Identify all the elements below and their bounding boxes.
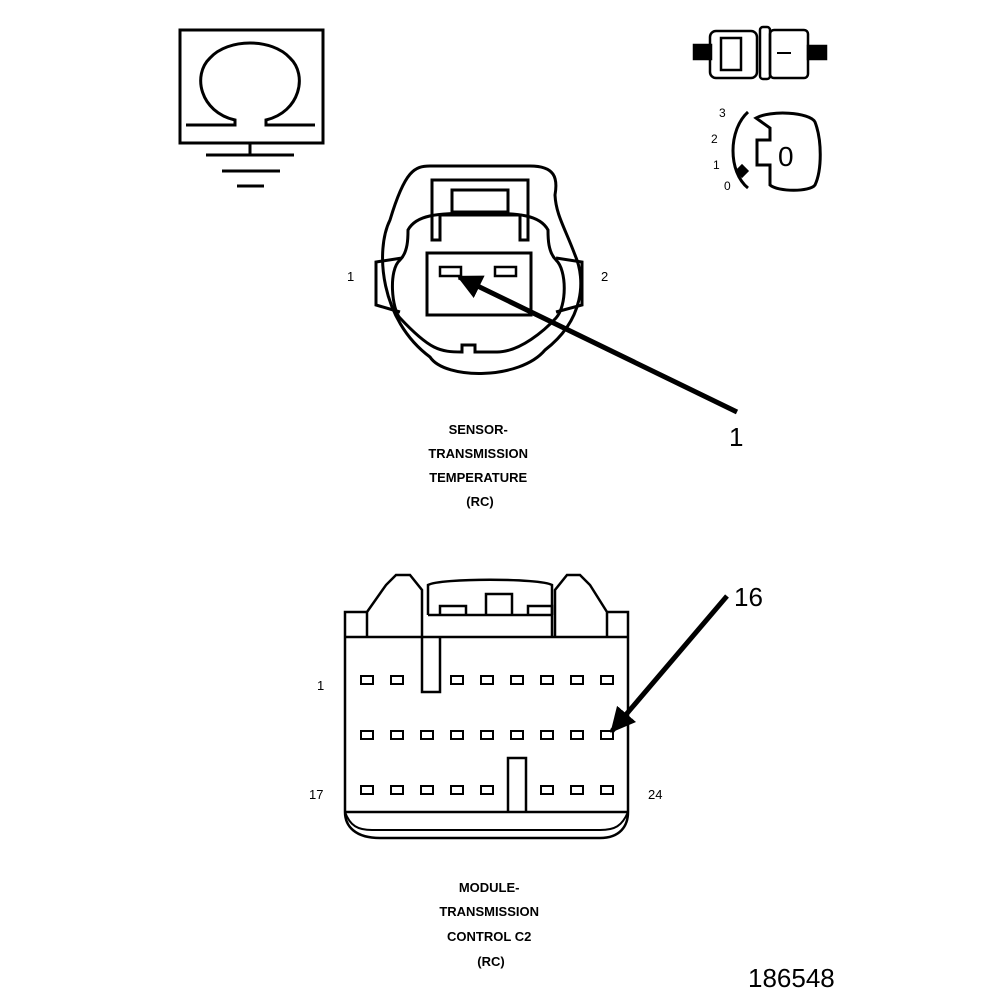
- module-pin-cavity: [360, 730, 374, 740]
- sensor-connector-inner-body: [390, 211, 566, 354]
- module-pin-cavity: [420, 730, 434, 740]
- module-pin-cavity: [600, 675, 614, 685]
- module-pin-label-24: 24: [648, 787, 662, 802]
- module-caption-line-4: (RC): [477, 954, 504, 969]
- module-caption-line-2: TRANSMISSION: [439, 904, 539, 919]
- module-pin-cavity: [450, 785, 464, 795]
- module-pin-label-17: 17: [309, 787, 323, 802]
- sensor-ear-left: [374, 256, 403, 314]
- module-pin-cavity: [540, 785, 554, 795]
- sensor-caption-line-2: TRANSMISSION: [428, 446, 528, 461]
- sensor-pin-label-1: 1: [347, 269, 354, 284]
- sensor-callout-arrow: [456, 274, 739, 415]
- sensor-pin-2: [493, 265, 518, 278]
- ignition-key-position: 0: [778, 141, 794, 172]
- module-key-slot-top: [420, 637, 442, 694]
- module-pin-grid: [360, 675, 614, 795]
- module-pin-cavity: [600, 785, 614, 795]
- module-pin-cavity: [480, 730, 494, 740]
- omega-symbol-icon: [186, 41, 315, 127]
- ignition-position-2: 2: [711, 132, 718, 146]
- module-tab-right: [553, 573, 630, 637]
- module-pin-label-1: 1: [317, 678, 324, 693]
- module-pin-cavity: [510, 730, 524, 740]
- sensor-caption-line-1: SENSOR-: [449, 422, 508, 437]
- ignition-position-1: 1: [713, 158, 720, 172]
- module-pin-cavity: [450, 730, 464, 740]
- ignition-position-3: 3: [719, 106, 726, 120]
- module-callout-number: 16: [734, 582, 763, 612]
- sensor-connector: [374, 164, 584, 375]
- module-key-slot-bottom: [506, 756, 528, 812]
- sensor-ear-right: [555, 256, 584, 314]
- sensor-caption-line-3: TEMPERATURE: [429, 470, 527, 485]
- ohmmeter-ground-icon: [178, 28, 325, 188]
- sensor-latch: [430, 178, 530, 242]
- module-callout-arrow: [610, 594, 729, 733]
- module-pin-cavity: [360, 785, 374, 795]
- sensor-connector-outer-body: [381, 164, 583, 375]
- disconnect-connector-icon: [692, 25, 828, 81]
- ignition-position-0: 0: [724, 179, 731, 193]
- module-tab-left: [343, 573, 424, 637]
- ignition-switch-icon: 3 2 1 0 0: [711, 106, 822, 193]
- module-caption-line-3: CONTROL C2: [447, 929, 531, 944]
- module-pin-cavity: [390, 675, 404, 685]
- module-pin-cavity: [480, 785, 494, 795]
- module-pin-cavity: [390, 730, 404, 740]
- module-pin-cavity: [600, 730, 614, 740]
- module-connector: [343, 573, 630, 840]
- sensor-pin-cavity: [425, 251, 533, 317]
- module-pin-cavity: [510, 675, 524, 685]
- module-pin-cavity: [570, 785, 584, 795]
- sensor-latch-window: [450, 188, 510, 214]
- module-pin-cavity: [540, 675, 554, 685]
- sensor-pin-label-2: 2: [601, 269, 608, 284]
- module-pin-cavity: [570, 730, 584, 740]
- module-caption-line-1: MODULE-: [459, 880, 520, 895]
- sensor-pin-1: [438, 265, 463, 278]
- module-latch: [426, 578, 554, 615]
- module-pin-cavity: [390, 785, 404, 795]
- module-pin-cavity: [540, 730, 554, 740]
- module-pin-cavity: [420, 785, 434, 795]
- module-connector-body: [343, 637, 630, 840]
- module-pin-cavity: [360, 675, 374, 685]
- module-pin-cavity: [570, 675, 584, 685]
- sensor-callout-number: 1: [729, 422, 743, 452]
- module-caption: MODULE- TRANSMISSION CONTROL C2 (RC): [439, 880, 542, 969]
- module-pin-cavity: [480, 675, 494, 685]
- sensor-caption-line-4: (RC): [466, 494, 493, 509]
- module-pin-cavity: [450, 675, 464, 685]
- sensor-caption: SENSOR- TRANSMISSION TEMPERATURE (RC): [428, 422, 531, 509]
- figure-id: 186548: [748, 963, 835, 993]
